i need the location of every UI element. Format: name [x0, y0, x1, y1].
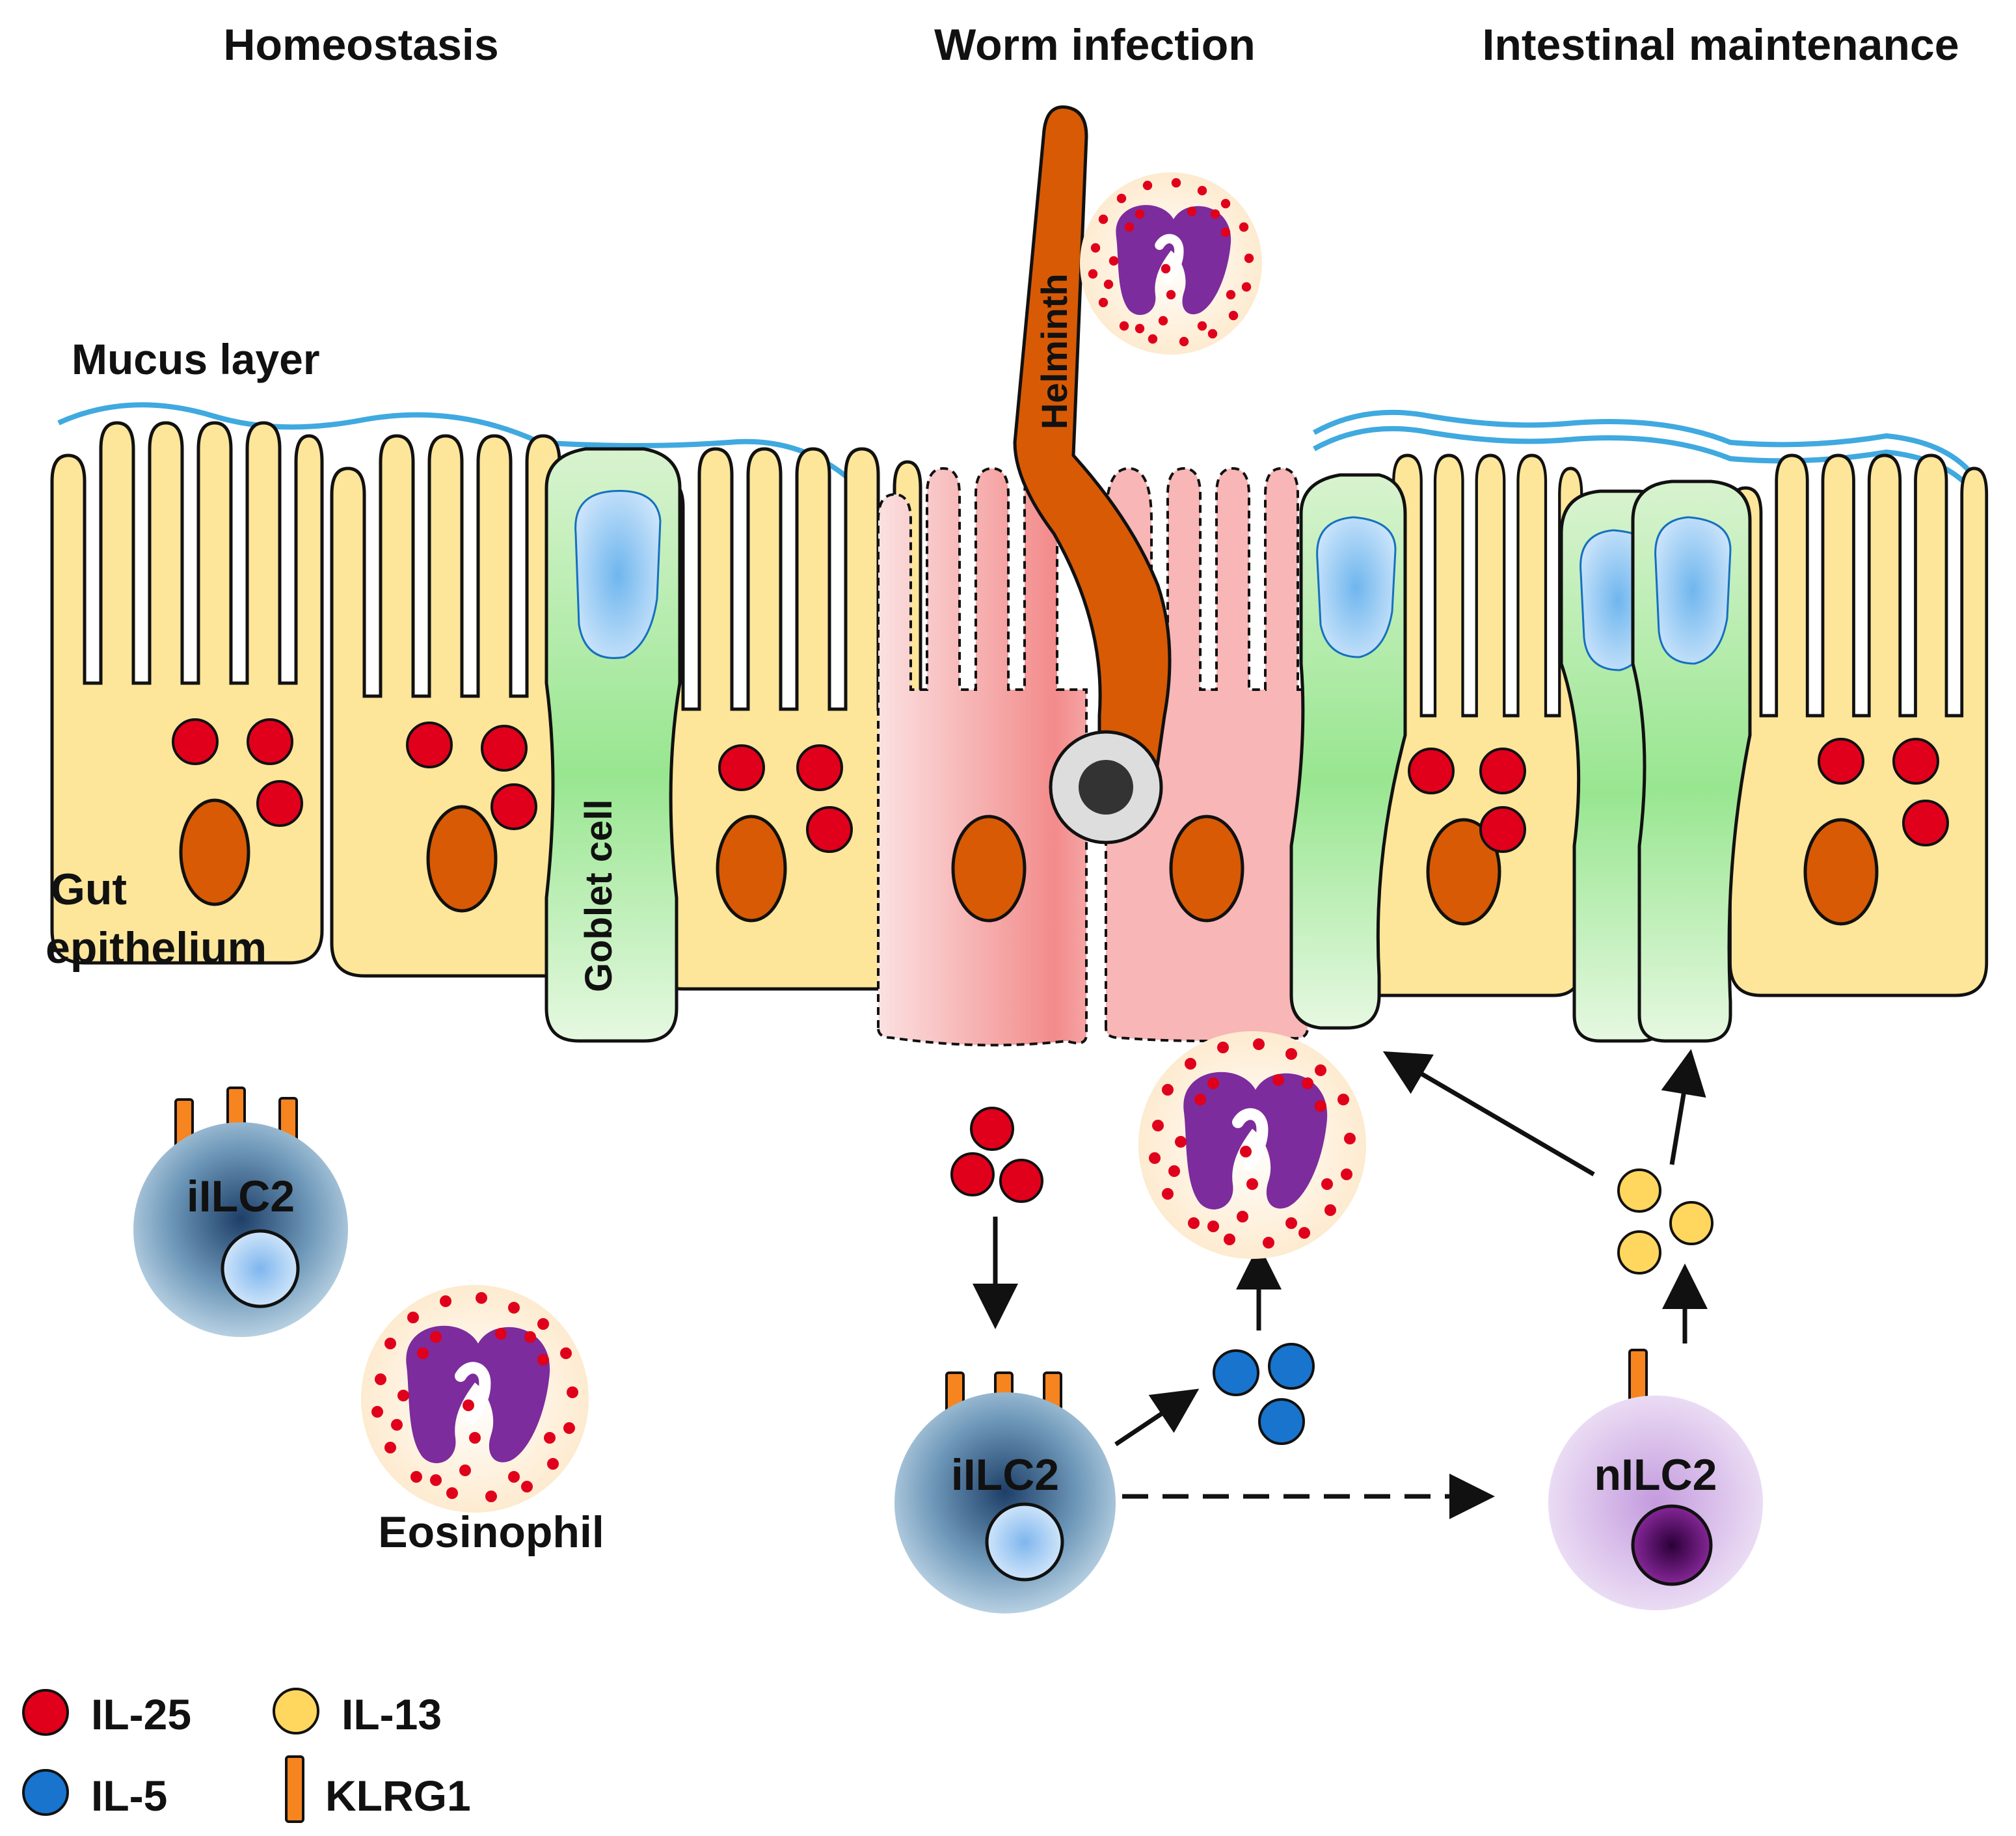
title-intestinal-maintenance: Intestinal maintenance	[1482, 20, 1959, 70]
legend-il25-swatch	[22, 1689, 69, 1736]
il25-cluster	[172, 718, 853, 853]
mucus-line-right-1	[1313, 409, 1980, 483]
eosinophil	[1138, 1031, 1366, 1259]
helminth-egg-core	[1079, 760, 1133, 815]
legend-klrg1-swatch	[285, 1755, 304, 1823]
nucleus	[1169, 815, 1244, 923]
il25-cluster	[1408, 738, 1949, 853]
eosinophil-label: Eosinophil	[378, 1507, 604, 1557]
nilc2-nucleus	[1631, 1504, 1713, 1586]
arrow-il13-to-epithelium	[1382, 1051, 1595, 1177]
il13-cluster	[1617, 1168, 1714, 1275]
nilc2-label: nILC2	[1594, 1450, 1717, 1500]
legend-il13-label: IL-13	[342, 1690, 442, 1738]
mucus-line-right-2	[1313, 425, 1980, 500]
arrow-il13-to-goblet	[1661, 1049, 1706, 1165]
nucleus	[951, 815, 1027, 923]
title-worm-infection: Worm infection	[934, 20, 1256, 70]
legend-il5-swatch	[22, 1769, 69, 1816]
goblet-cell-label: Goblet cell	[578, 799, 620, 992]
ilc2-cell	[894, 1392, 1116, 1613]
ilc2-cell	[133, 1122, 348, 1337]
helminth-label: Helminth	[1034, 273, 1075, 429]
nucleus	[1426, 818, 1501, 926]
legend-klrg1-label: KLRG1	[325, 1772, 471, 1820]
legend: IL-25 IL-13 IL-5 KLRG1	[22, 1688, 471, 1823]
gut-epithelium-label-1: Gut	[51, 865, 127, 914]
nucleus	[179, 798, 250, 906]
title-homeostasis: Homeostasis	[223, 20, 498, 70]
il5-cluster	[1213, 1343, 1315, 1445]
ilc2-label: iILC2	[187, 1172, 295, 1221]
gut-epithelium-label-2: epithelium	[46, 923, 267, 973]
il25-cluster	[950, 1107, 1043, 1203]
goblet-vacuole	[574, 490, 662, 659]
ilc2-label: iILC2	[951, 1450, 1059, 1500]
nucleus	[1803, 818, 1879, 926]
goblet-vacuole	[1316, 516, 1397, 658]
nucleus	[716, 815, 787, 923]
ilc2-nucleus	[221, 1229, 300, 1308]
legend-il13-swatch	[273, 1688, 319, 1735]
mucus-layer-label: Mucus layer	[72, 335, 320, 383]
damaged-epithelial-cell	[877, 466, 1088, 1047]
eosinophil	[1080, 172, 1262, 355]
goblet-vacuole	[1654, 516, 1732, 665]
eosinophil	[361, 1285, 589, 1513]
legend-il5-label: IL-5	[91, 1772, 167, 1820]
mucus-line-left	[57, 402, 854, 484]
arrow-ilc2-to-il5	[1114, 1388, 1200, 1446]
helminth	[1013, 105, 1172, 809]
nucleus	[426, 805, 498, 913]
legend-il25-label: IL-25	[91, 1690, 191, 1738]
ilc2-nucleus	[985, 1502, 1064, 1582]
